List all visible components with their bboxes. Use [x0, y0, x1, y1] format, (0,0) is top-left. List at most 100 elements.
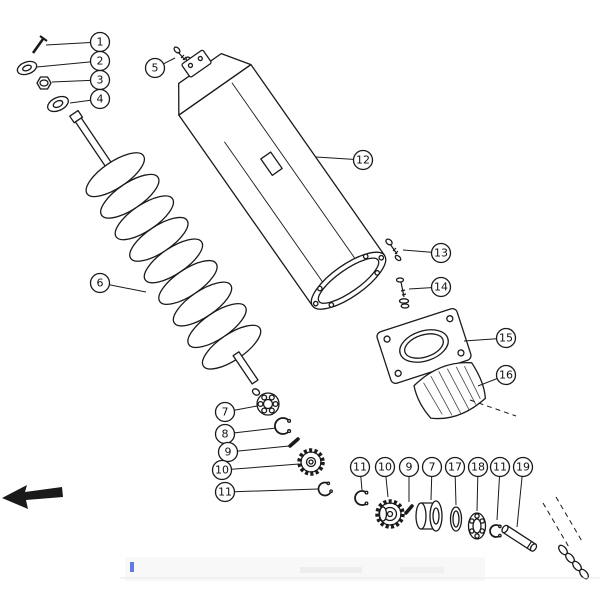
gear-drawing: [297, 448, 325, 476]
callout-number: 3: [97, 74, 104, 87]
callout-7[interactable]: 7: [421, 456, 443, 501]
callout-leader-line: [408, 287, 432, 290]
callout-1[interactable]: 1: [45, 31, 111, 53]
callout-7[interactable]: 7: [214, 401, 258, 423]
callout-9[interactable]: 9: [398, 456, 420, 503]
callout-leader-line: [234, 427, 277, 434]
callout-circle[interactable]: [495, 364, 517, 386]
circlip-drawing-2: [354, 490, 369, 506]
callout-16[interactable]: 16: [477, 364, 517, 387]
callout-12[interactable]: 12: [315, 149, 374, 171]
callout-number: 11: [493, 461, 507, 474]
callout-circle[interactable]: [398, 456, 420, 478]
callout-number: 1: [97, 36, 104, 49]
callout-6[interactable]: 6: [89, 272, 147, 294]
gear-drawing-2: [375, 499, 405, 529]
callout-circle-highlighted[interactable]: [374, 456, 396, 478]
callout-leader-line: [385, 476, 389, 498]
callout-leader-line: [496, 476, 500, 521]
callout-number: 11: [353, 461, 367, 474]
page-artifact: [120, 557, 600, 581]
callout-circle[interactable]: [421, 456, 443, 478]
callout-10[interactable]: 10: [374, 456, 396, 498]
circlip-drawing-3: [489, 524, 502, 538]
spacer-washer-drawing: [251, 388, 261, 396]
callout-circle[interactable]: [512, 456, 534, 478]
callout-leader-line: [234, 405, 258, 411]
callout-circle[interactable]: [89, 88, 111, 110]
callout-11[interactable]: 11: [349, 456, 371, 491]
ball-bearing-drawing: [467, 512, 487, 540]
callout-circle[interactable]: [217, 441, 239, 463]
callout-number: 9: [406, 461, 413, 474]
callout-11[interactable]: 11: [214, 481, 319, 503]
direction-arrow-icon: [2, 485, 63, 509]
callout-13[interactable]: 13: [402, 242, 452, 264]
callout-number: 19: [516, 461, 530, 474]
callout-number: 11: [218, 486, 232, 499]
callout-leader-line: [51, 79, 91, 83]
callout-leader-line: [36, 61, 91, 68]
callout-circle[interactable]: [352, 149, 374, 171]
callout-5[interactable]: 5: [144, 57, 176, 79]
callout-14[interactable]: 14: [408, 276, 452, 298]
callout-18[interactable]: 18: [467, 456, 489, 512]
callout-circle[interactable]: [444, 456, 466, 478]
callout-leader-line: [163, 57, 176, 65]
callout-number: 15: [499, 332, 513, 345]
callout-4[interactable]: 4: [69, 88, 111, 110]
nut-drawing: [36, 76, 52, 90]
callout-circle[interactable]: [89, 272, 111, 294]
housing-tube-drawing: [178, 49, 387, 310]
cover-drawing: [413, 362, 487, 420]
bearing-drawing: [256, 392, 280, 416]
callout-circle-highlighted[interactable]: [211, 459, 233, 481]
callout-10[interactable]: 10: [211, 459, 300, 481]
ring-drawing: [449, 506, 463, 532]
callout-leader-line: [231, 463, 300, 470]
callout-15[interactable]: 15: [463, 327, 517, 349]
callout-circle[interactable]: [349, 456, 371, 478]
callout-8[interactable]: 8: [214, 423, 277, 445]
callout-number: 12: [356, 154, 370, 167]
callout-circle[interactable]: [430, 242, 452, 264]
pin-drawing: [31, 35, 48, 54]
callout-2[interactable]: 2: [36, 50, 111, 72]
callout-leader-line: [45, 42, 91, 46]
callout-circle[interactable]: [214, 481, 236, 503]
callout-leader-line: [109, 284, 147, 293]
callout-leader-line: [477, 378, 498, 387]
callout-number: 18: [471, 461, 485, 474]
pin-small-drawing: [288, 437, 300, 448]
callout-11[interactable]: 11: [489, 456, 511, 521]
callout-leader-line: [360, 476, 363, 491]
chain-drawing: [542, 496, 589, 580]
bolt-drawing: [385, 238, 402, 262]
pin-small-drawing-2: [404, 504, 414, 515]
callout-leader-line: [234, 488, 319, 493]
callout-leader-line: [315, 156, 354, 160]
callout-number: 13: [434, 247, 448, 260]
callout-number: 8: [222, 428, 229, 441]
callout-leader-line: [476, 476, 479, 512]
callout-leader-line: [237, 445, 290, 452]
callout-circle[interactable]: [144, 57, 166, 79]
callout-9[interactable]: 9: [217, 441, 290, 463]
callout-number: 17: [448, 461, 462, 474]
callout-circle[interactable]: [467, 456, 489, 478]
callout-circle[interactable]: [495, 327, 517, 349]
callout-leader-line: [402, 249, 432, 253]
callout-17[interactable]: 17: [444, 456, 466, 506]
callout-number: 7: [429, 461, 436, 474]
callout-19[interactable]: 19: [512, 456, 534, 528]
callout-circle[interactable]: [214, 401, 236, 423]
callout-circle[interactable]: [430, 276, 452, 298]
callout-leader-line: [430, 476, 433, 501]
cover-leader-dash: [469, 399, 517, 417]
callout-3[interactable]: 3: [51, 69, 111, 91]
callout-circle[interactable]: [489, 456, 511, 478]
auger-drawing: [69, 109, 262, 385]
callout-number: 14: [434, 281, 448, 294]
